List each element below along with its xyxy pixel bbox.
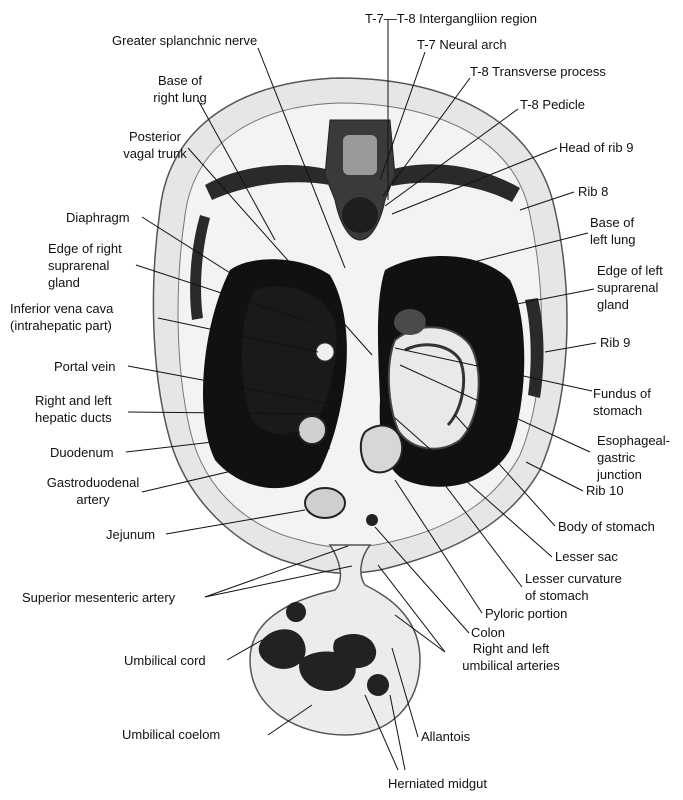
- leader-jejunum: [165, 509, 306, 535]
- ivc: [315, 342, 335, 362]
- leader-midgut-2: [389, 694, 406, 771]
- leader-pyloric: [394, 479, 483, 614]
- label-rib10: Rib 10: [586, 483, 624, 498]
- leader-lines: [125, 20, 597, 771]
- label-posterior-vagal: Posterior vagal trunk: [123, 129, 187, 161]
- leader-body-stomach: [454, 414, 556, 527]
- leader-hepatic-ducts: [127, 411, 331, 415]
- label-body-stomach: Body of stomach: [558, 519, 655, 534]
- leader-base-left-lung: [449, 232, 589, 269]
- leader-rib9: [544, 342, 597, 353]
- jejunum: [304, 487, 346, 519]
- label-head-rib9: Head of rib 9: [559, 140, 634, 155]
- label-hepatic-ducts: Right and left hepatic ducts: [35, 393, 112, 425]
- label-rib9: Rib 9: [600, 335, 631, 350]
- leader-splanchnic: [257, 47, 346, 269]
- leader-left-supra: [424, 288, 595, 323]
- leader-rib8: [519, 191, 575, 211]
- label-duodenum: Duodenum: [50, 445, 114, 460]
- leader-sma-1: [204, 545, 349, 598]
- leader-fundus: [394, 347, 593, 392]
- colon: [366, 514, 378, 526]
- label-greater-splanchnic: Greater splanchnic nerve: [112, 33, 258, 48]
- label-ivc: Inferior vena cava (intrahepatic part): [10, 301, 114, 333]
- vertebra: [324, 119, 396, 241]
- leader-transverse: [382, 77, 471, 197]
- leader-colon: [374, 526, 470, 634]
- leader-umb-cord: [226, 639, 263, 661]
- label-rib8: Rib 8: [578, 184, 609, 199]
- leader-lesser-curv: [419, 451, 523, 588]
- leader-base-right-lung: [197, 99, 276, 241]
- pylorus: [359, 424, 404, 474]
- label-t8-transverse: T-8 Transverse process: [470, 64, 606, 79]
- label-sup-mesenteric: Superior mesenteric artery: [22, 590, 176, 605]
- spinal-canal: [343, 135, 377, 175]
- leader-umb-art-1: [377, 564, 446, 653]
- leader-duodenum: [125, 431, 301, 453]
- label-lesser-curv: Lesser curvature of stomach: [525, 571, 622, 603]
- leader-allantois: [391, 647, 419, 738]
- label-base-left-lung: Base of left lung: [590, 215, 636, 247]
- leader-ivc: [157, 317, 319, 353]
- label-jejunum: Jejunum: [106, 527, 156, 542]
- midgut-loop-3: [333, 634, 377, 669]
- label-edge-left-supra: Edge of left suprarenal gland: [597, 263, 663, 312]
- liver: [241, 286, 337, 435]
- label-allantois: Allantois: [421, 729, 471, 744]
- label-umb-coelom: Umbilical coelom: [122, 727, 221, 742]
- midgut-loop-1: [258, 629, 306, 669]
- leader-head-rib9: [391, 147, 558, 215]
- label-edge-right-supra: Edge of right suprarenal gland: [48, 241, 122, 290]
- label-base-right-lung: Base of right lung: [153, 73, 207, 105]
- label-umb-arteries: Right and left umbilical arteries: [462, 641, 560, 673]
- rib-left-side: [190, 215, 210, 320]
- label-fundus: Fundus of stomach: [593, 386, 651, 418]
- leader-umb-art-2: [394, 614, 446, 653]
- rib-left-upper: [205, 165, 330, 200]
- leader-gastroduodenal: [141, 447, 331, 493]
- leader-neural-arch: [379, 51, 426, 181]
- vertebral-body: [342, 197, 378, 233]
- left-suprarenal: [394, 309, 426, 335]
- stomach-wall-fold: [404, 343, 466, 427]
- label-diaphragm: Diaphragm: [66, 210, 130, 225]
- leader-posterior-vagal: [187, 147, 373, 356]
- label-herniated: Herniated midgut: [388, 776, 487, 791]
- leader-esoph: [399, 364, 591, 453]
- label-umb-cord: Umbilical cord: [124, 653, 206, 668]
- leader-coelom: [267, 704, 313, 736]
- rib-right-side: [525, 298, 544, 398]
- leader-sma-2: [204, 565, 353, 598]
- stomach: [387, 326, 480, 450]
- label-gastroduodenal: Gastroduodenal artery: [46, 475, 140, 507]
- leader-pedicle: [384, 108, 519, 207]
- leader-portal-vein: [127, 365, 331, 405]
- leader-lesser-sac: [394, 417, 553, 558]
- rib-right-upper: [390, 164, 520, 202]
- leader-rib10: [525, 461, 584, 492]
- leader-right-supra: [135, 264, 311, 323]
- label-lesser-sac: Lesser sac: [555, 549, 618, 564]
- label-colon: Colon: [471, 625, 505, 640]
- midgut-loop-4: [367, 674, 389, 696]
- label-esoph-junction: Esophageal- gastric junction: [597, 433, 670, 482]
- label-pyloric: Pyloric portion: [485, 606, 568, 621]
- midgut-loop-5: [286, 602, 306, 622]
- leader-diaphragm: [141, 216, 239, 279]
- label-t8-pedicle: T-8 Pedicle: [520, 97, 586, 112]
- label-t7-neural-arch: T-7 Neural arch: [417, 37, 507, 52]
- label-t7-t8-intergang: T-7—T-8 Intergangliion region: [365, 11, 537, 26]
- leader-midgut-1: [364, 694, 399, 771]
- label-portal-vein: Portal vein: [54, 359, 116, 374]
- duodenum: [297, 415, 327, 445]
